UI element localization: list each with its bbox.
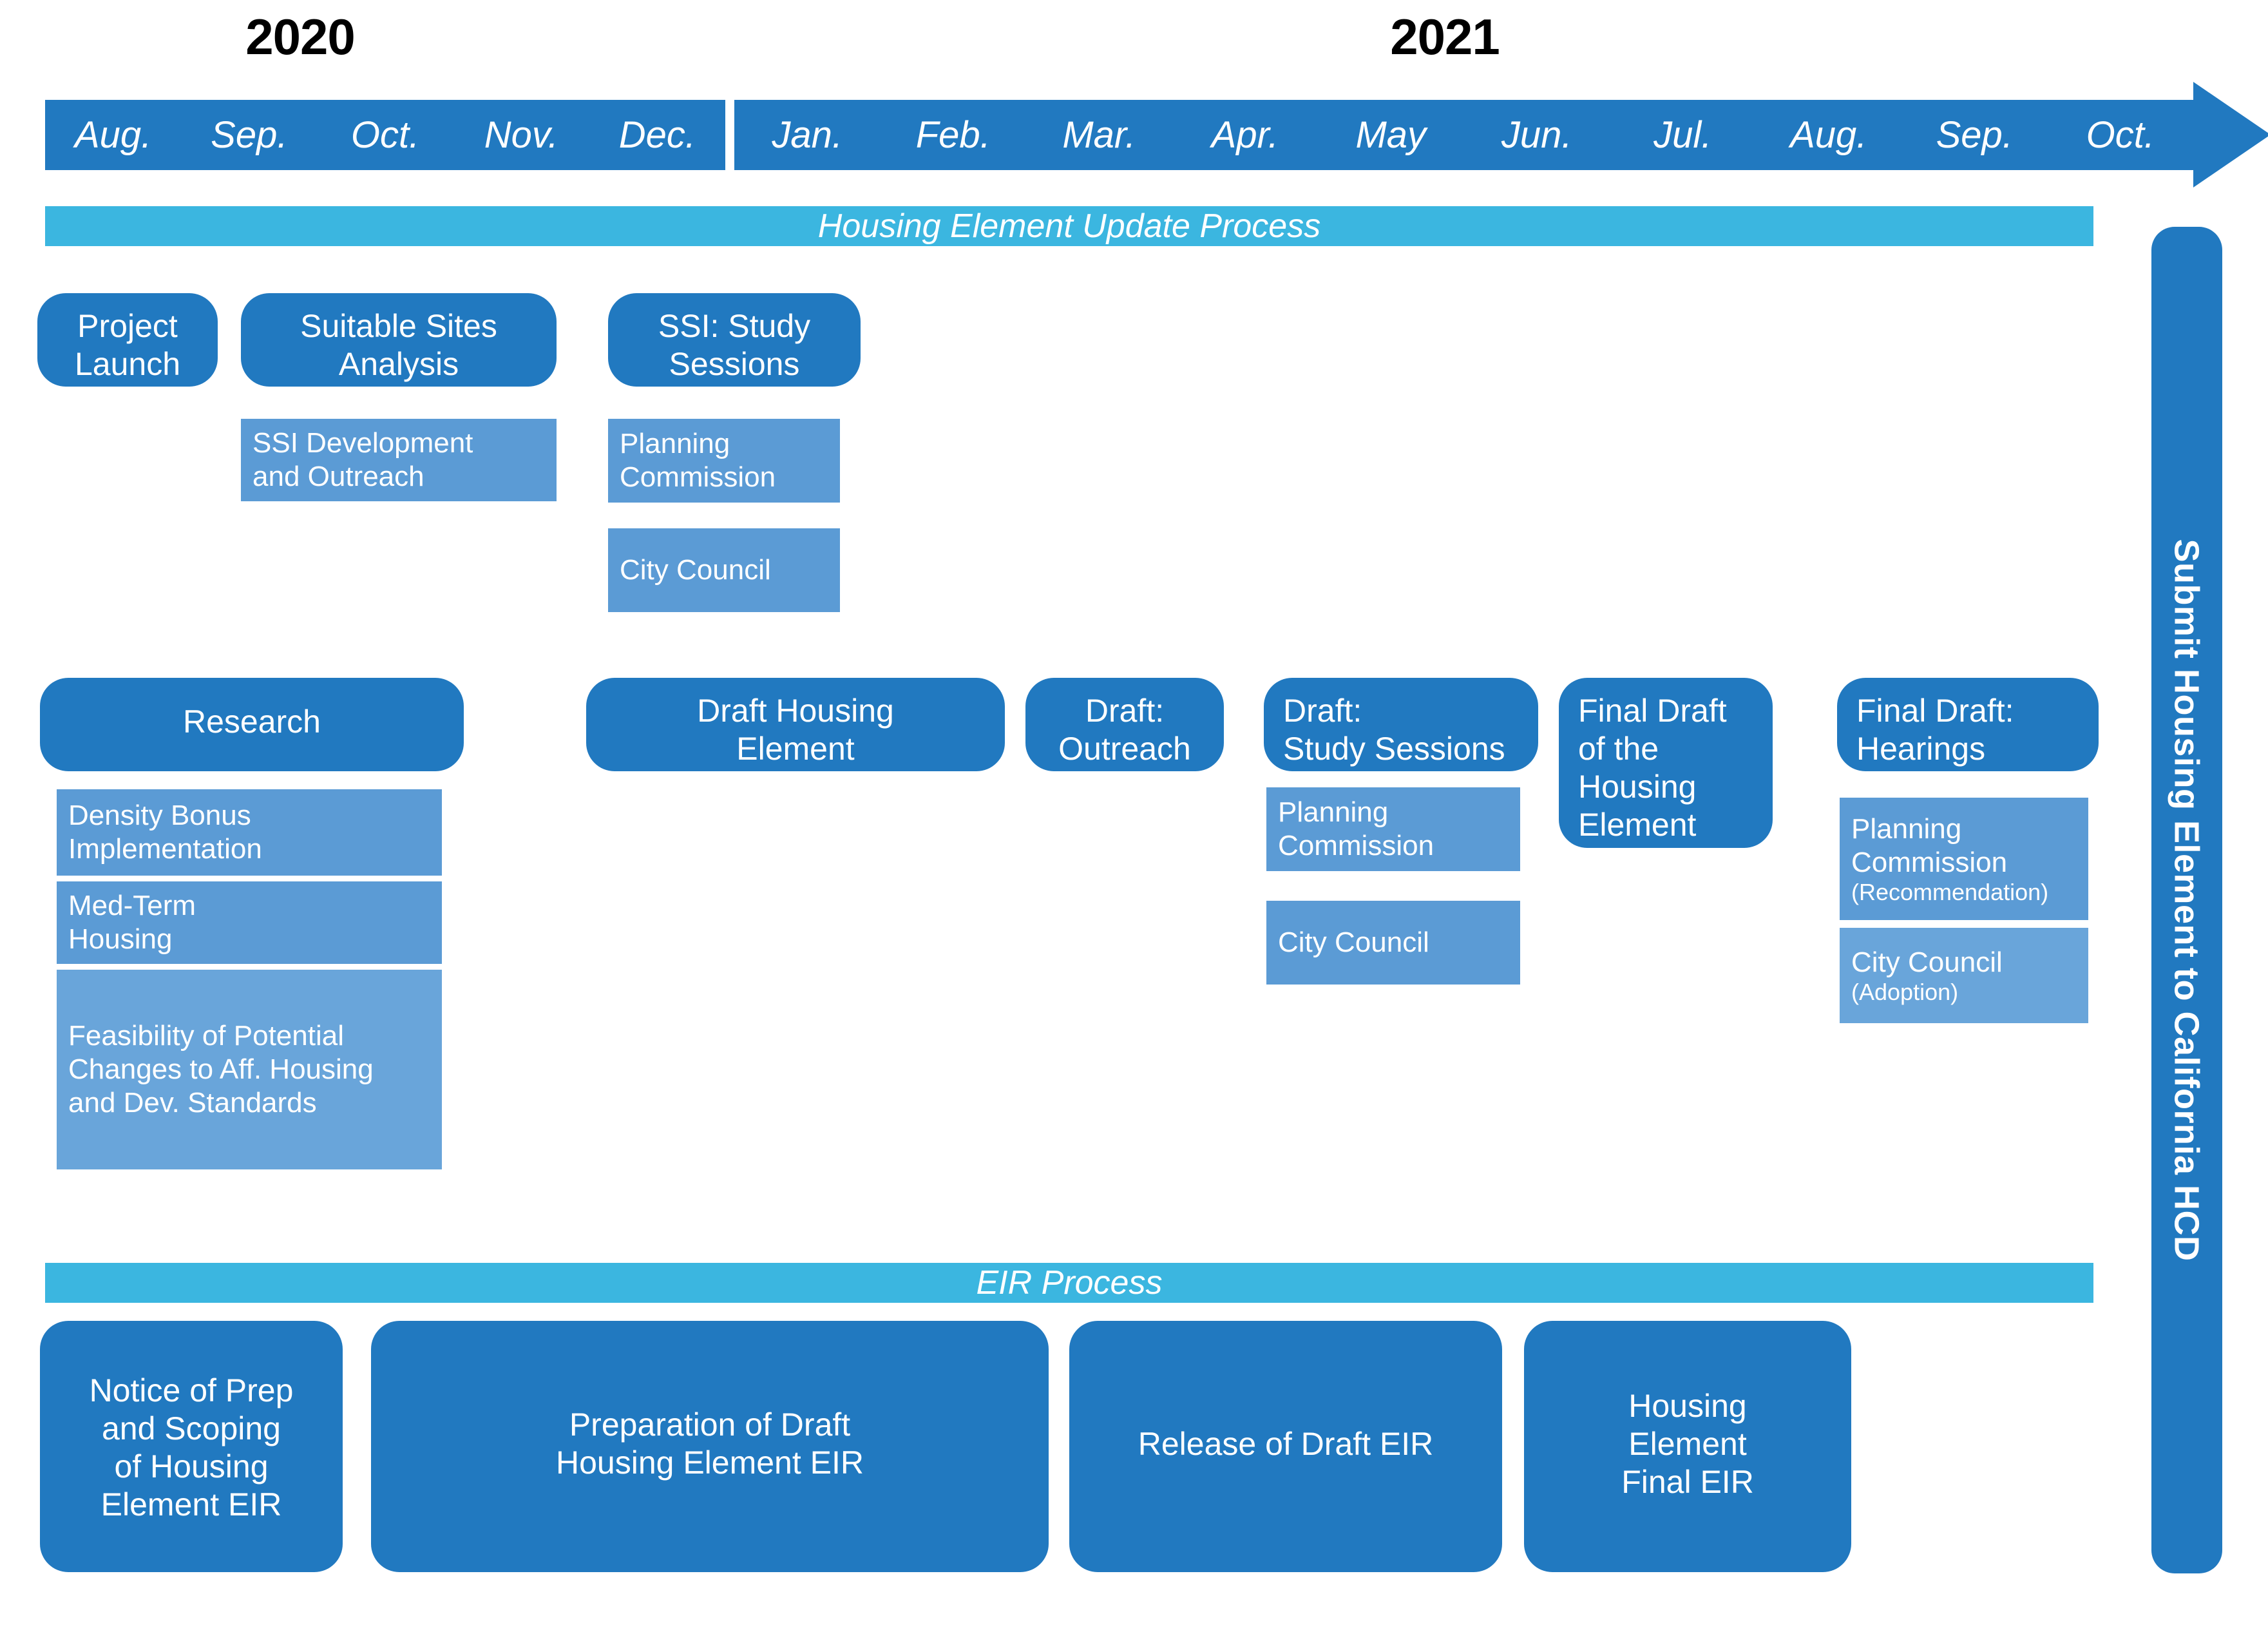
month-cell-nov-2020: Nov. <box>484 114 558 156</box>
phase-final-draft-of-the-housing-element[interactable]: Final Draft of the Housing Element <box>1559 678 1773 848</box>
phase-research[interactable]: Research <box>40 678 464 771</box>
phase-preparation-of-draft-eir[interactable]: Preparation of Draft Housing Element EIR <box>371 1321 1049 1572</box>
month-cell-mar-2021: Mar. <box>1062 114 1136 156</box>
month-cell-sep-2020: Sep. <box>211 114 288 156</box>
subphase-ssi-city-council[interactable]: City Council <box>608 528 840 612</box>
phase-housing-element-final-eir[interactable]: Housing Element Final EIR <box>1524 1321 1851 1572</box>
month-cell-dec-2020: Dec. <box>618 114 696 156</box>
month-cell-feb-2021: Feb. <box>915 114 991 156</box>
timeline-bar-2021: Jan. Feb. Mar. Apr. May Jun. Jul. Aug. S… <box>734 100 2193 170</box>
month-cell-sep-2021: Sep. <box>1936 114 2013 156</box>
submit-housing-element-label: Submit Housing Element to California HCD <box>2168 539 2207 1262</box>
timeline-arrow-icon <box>2193 82 2268 187</box>
eir-process-band: EIR Process <box>45 1263 2093 1303</box>
subphase-final-city-council-note: (Adoption) <box>1851 979 1959 1006</box>
phase-ssi-study-sessions[interactable]: SSI: Study Sessions <box>608 293 861 387</box>
month-cell-apr-2021: Apr. <box>1211 114 1279 156</box>
year-label-2021: 2021 <box>1390 8 1500 65</box>
month-cell-oct-2021: Oct. <box>2086 114 2155 156</box>
subphase-final-city-council[interactable]: City Council (Adoption) <box>1840 928 2088 1023</box>
year-label-2020: 2020 <box>245 8 356 65</box>
subphase-ssi-planning-commission[interactable]: Planning Commission <box>608 419 840 503</box>
subphase-final-planning-commission-note: (Recommendation) <box>1851 879 2049 906</box>
phase-draft-study-sessions[interactable]: Draft: Study Sessions <box>1264 678 1538 771</box>
month-cell-jan-2021: Jan. <box>772 114 843 156</box>
month-cell-may-2021: May <box>1355 114 1427 156</box>
month-cell-oct-2020: Oct. <box>350 114 420 156</box>
subphase-draft-planning-commission[interactable]: Planning Commission <box>1266 787 1520 871</box>
phase-release-of-draft-eir[interactable]: Release of Draft EIR <box>1069 1321 1502 1572</box>
subphase-density-bonus-implementation[interactable]: Density Bonus Implementation <box>57 789 442 876</box>
submit-housing-element-bar[interactable]: Submit Housing Element to California HCD <box>2151 227 2222 1573</box>
month-cell-aug-2020: Aug. <box>74 114 152 156</box>
month-cell-jun-2021: Jun. <box>1501 114 1572 156</box>
phase-final-draft-hearings[interactable]: Final Draft: Hearings <box>1837 678 2099 771</box>
subphase-final-planning-commission[interactable]: Planning Commission (Recommendation) <box>1840 798 2088 920</box>
phase-suitable-sites-analysis[interactable]: Suitable Sites Analysis <box>241 293 557 387</box>
subphase-ssi-development-and-outreach[interactable]: SSI Development and Outreach <box>241 419 557 501</box>
subphase-draft-city-council[interactable]: City Council <box>1266 901 1520 985</box>
housing-element-update-process-band: Housing Element Update Process <box>45 206 2093 246</box>
timeline-bar-2020: Aug. Sep. Oct. Nov. Dec. <box>45 100 725 170</box>
month-cell-jul-2021: Jul. <box>1653 114 1712 156</box>
phase-draft-outreach[interactable]: Draft: Outreach <box>1025 678 1224 771</box>
phase-project-launch[interactable]: Project Launch <box>37 293 218 387</box>
subphase-feasibility-of-potential-changes[interactable]: Feasibility of Potential Changes to Aff.… <box>57 970 442 1169</box>
phase-draft-housing-element[interactable]: Draft Housing Element <box>586 678 1005 771</box>
month-cell-aug-2021: Aug. <box>1790 114 1867 156</box>
phase-notice-of-prep-and-scoping[interactable]: Notice of Prep and Scoping of Housing El… <box>40 1321 343 1572</box>
subphase-med-term-housing[interactable]: Med-Term Housing <box>57 881 442 964</box>
subphase-final-planning-commission-label: Planning Commission <box>1851 813 2008 879</box>
subphase-final-city-council-label: City Council <box>1851 946 2003 979</box>
